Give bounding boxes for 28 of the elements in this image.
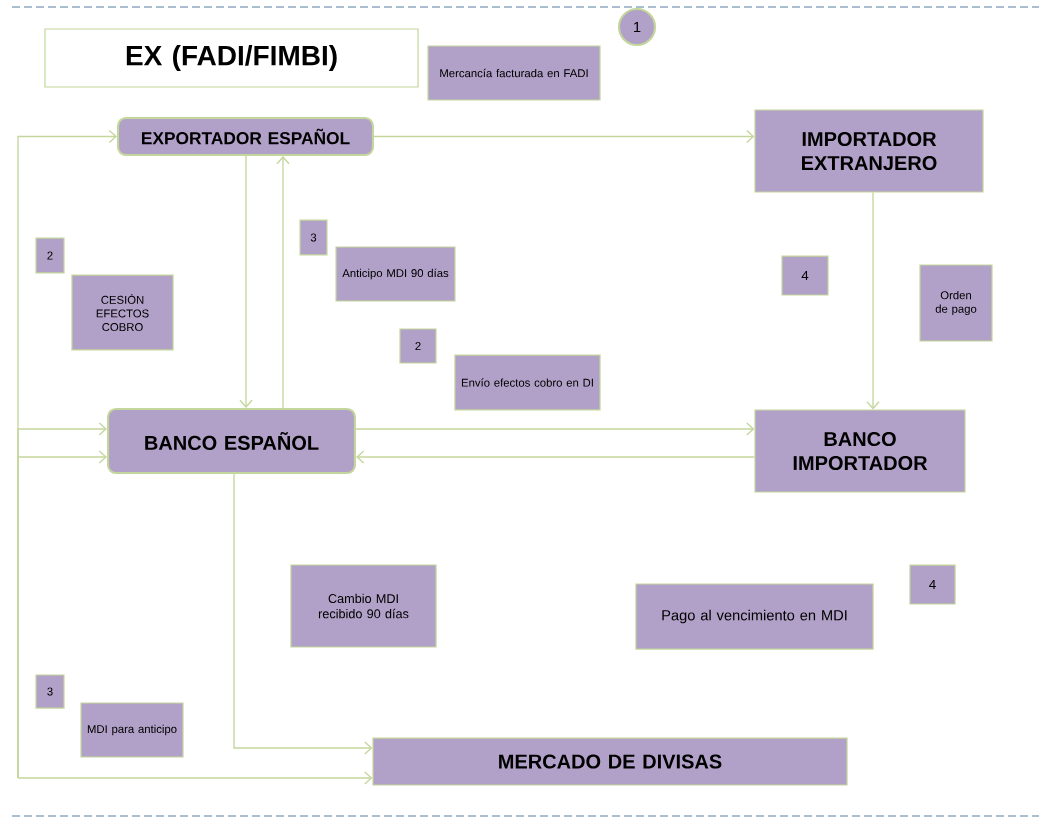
note-box: Orden de pago — [919, 264, 993, 342]
entity-box: BANCO IMPORTADOR — [754, 409, 966, 493]
arrow — [276, 156, 290, 409]
arrow — [239, 155, 253, 408]
entity-box: MERCADO DE DIVISAS — [372, 737, 848, 786]
step-number-box: 4 — [909, 564, 956, 605]
step-number-box: 4 — [781, 255, 829, 296]
step-number-box: 2 — [35, 237, 65, 274]
note-box: MDI para anticipo — [80, 702, 184, 758]
entity-box: BANCO ESPAÑOL — [106, 407, 357, 475]
entity-box: IMPORTADOR EXTRANJERO — [754, 109, 984, 193]
arrow — [373, 129, 755, 144]
note-box: CESIÓN EFECTOS COBRO — [71, 274, 174, 351]
note-box: Mercancía facturada en FADI — [427, 45, 601, 101]
note-box: Cambio MDI recibido 90 días — [290, 564, 437, 648]
arrow — [17, 771, 373, 785]
arrow — [233, 473, 373, 755]
note-box: Pago al vencimiento en MDI — [635, 583, 874, 650]
arrow — [866, 191, 880, 410]
step-number-box: 3 — [299, 219, 328, 256]
step-number-box: 2 — [399, 328, 437, 364]
note-box: Anticipo MDI 90 días — [335, 246, 456, 302]
title-box: EX (FADI/FIMBI) — [44, 28, 419, 88]
note-box: Envío efectos cobro en DI — [454, 354, 601, 411]
arrow — [356, 450, 756, 464]
step-number-box: 3 — [35, 674, 65, 709]
entity-box: EXPORTADOR ESPAÑOL — [116, 116, 375, 157]
arrow — [355, 422, 755, 436]
